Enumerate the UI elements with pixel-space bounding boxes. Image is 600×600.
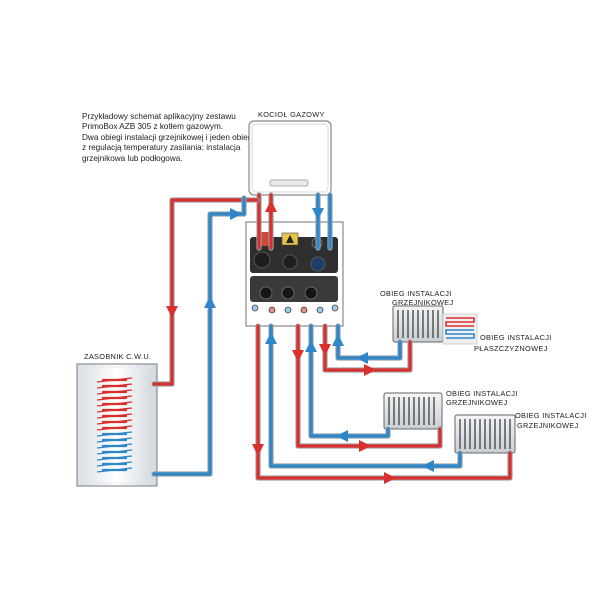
- tank-loop-pipes: [151, 195, 260, 477]
- circuit-floor-label-line1: OBIEG INSTALACJI: [480, 333, 552, 342]
- circuit2-label-line1: OBIEG INSTALACJI: [446, 389, 518, 398]
- circuit-floor-label-line2: PŁASZCZYZNOWEJ: [474, 344, 548, 353]
- dhw-tank: ZASOBNIK C.W.U.: [76, 352, 158, 487]
- tank-label: ZASOBNIK C.W.U.: [84, 352, 151, 361]
- circuit-pipes: [252, 323, 513, 484]
- gas-boiler: KOCIOŁ GAZOWY: [248, 110, 332, 196]
- circuit1-label-line2: GRZEJNIKOWEJ: [392, 298, 454, 307]
- circuit1-label-line1: OBIEG INSTALACJI: [380, 289, 452, 298]
- boiler-pipes: [256, 192, 333, 251]
- circuit3-label-line1: OBIEG INSTALACJI: [515, 411, 587, 420]
- description-line: grzejnikowa lub podłogowa.: [82, 153, 183, 163]
- description-text: Przykładowy schemat aplikacyjny zestawu …: [82, 112, 252, 164]
- description-line: Dwa obiegi instalacji grzejnikowej i jed…: [82, 132, 253, 142]
- description-line: z regulacją temperatury zasilania: insta…: [82, 143, 241, 153]
- radiator-3: OBIEG INSTALACJI GRZEJNIKOWEJ: [454, 411, 587, 454]
- radiator-1: OBIEG INSTALACJI GRZEJNIKOWEJ: [380, 289, 454, 343]
- radiator-2: OBIEG INSTALACJI GRZEJNIKOWEJ: [383, 389, 518, 430]
- boiler-label: KOCIOŁ GAZOWY: [258, 110, 325, 119]
- circuit2-label-line2: GRZEJNIKOWEJ: [446, 398, 508, 407]
- description-line: PrimoBox AZB 305 z kotłem gazowym.: [82, 122, 224, 132]
- floor-heating-loop: OBIEG INSTALACJI PŁASZCZYZNOWEJ: [442, 313, 552, 353]
- tank-coil: [96, 377, 133, 473]
- description-line: Przykładowy schemat aplikacyjny zestawu: [82, 112, 236, 121]
- circuit3-label-line2: GRZEJNIKOWEJ: [517, 421, 579, 430]
